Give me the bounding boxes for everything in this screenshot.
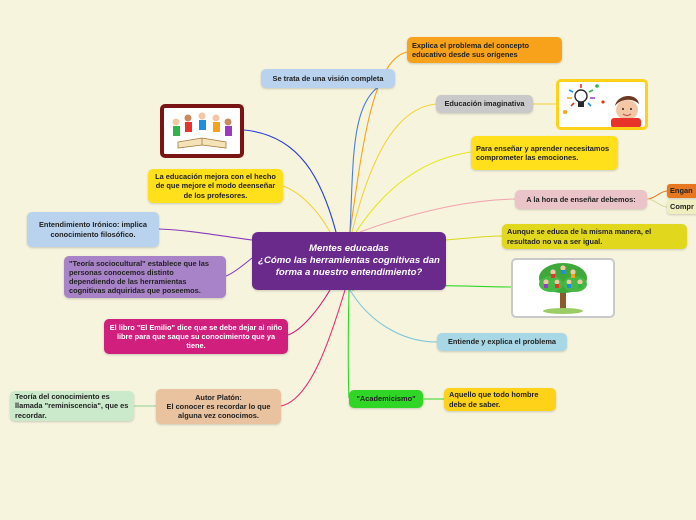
link-ensenar — [355, 151, 472, 233]
node-aquello[interactable]: Aquello que todo hombre debe de saber. — [444, 388, 556, 411]
link-explica — [349, 51, 408, 233]
node-teoria-sociocultural[interactable]: "Teoría sociocultural" establece que las… — [64, 256, 226, 298]
node-aunque[interactable]: Aunque se educa de la misma manera, el r… — [502, 224, 687, 249]
node-reminiscencia[interactable]: Teoría del conocimiento es llamada "remi… — [10, 391, 134, 421]
node-entiende-explica[interactable]: Entiende y explica el problema — [437, 333, 567, 351]
image-children-reading — [160, 104, 244, 158]
node-educacion-imaginativa[interactable]: Educación imaginativa — [436, 95, 533, 113]
link-engan — [646, 190, 668, 200]
node-explica-problema[interactable]: Explica el problema del concepto educati… — [407, 37, 562, 63]
link-compr — [646, 198, 668, 208]
image-family-tree — [511, 258, 615, 318]
link-emilio — [287, 289, 331, 336]
lightbulb-icon — [563, 84, 605, 114]
node-autor-platon[interactable]: Autor Platón: El conocer es recordar lo … — [156, 389, 281, 424]
node-compr[interactable]: Compr — [667, 200, 696, 214]
node-el-emilio[interactable]: El libro "El Emilio" dice que se debe de… — [104, 319, 288, 354]
link-platon — [280, 289, 346, 407]
link-educacion-imaginativa — [351, 103, 437, 233]
node-educacion-mejora[interactable]: La educación mejora con el hecho de que … — [148, 169, 283, 203]
child-figure — [611, 95, 641, 127]
node-engan[interactable]: Engan — [667, 184, 696, 198]
link-ironico — [158, 228, 253, 241]
link-academicismo — [347, 289, 350, 399]
node-ensenar-aprender[interactable]: Para enseñar y aprender necesitamos comp… — [471, 136, 618, 170]
link-mejora — [282, 185, 331, 233]
photo-child-lightbulb — [556, 79, 648, 130]
node-hora-ensenar[interactable]: A la hora de enseñar debemos: — [515, 190, 647, 209]
link-hora — [359, 198, 516, 233]
link-imagen-libro — [243, 129, 337, 233]
link-sociocultural — [225, 257, 253, 277]
link-entiende — [349, 289, 438, 343]
node-vision-completa[interactable]: Se trata de una visión completa — [261, 69, 395, 88]
node-entendimiento-ironico[interactable]: Entendimiento Irónico: implica conocimie… — [27, 212, 159, 247]
central-topic[interactable]: Mentes educadas ¿Cómo las herramientas c… — [252, 232, 446, 290]
node-academicismo[interactable]: "Academicismo" — [349, 390, 423, 408]
link-aunque — [445, 235, 503, 241]
